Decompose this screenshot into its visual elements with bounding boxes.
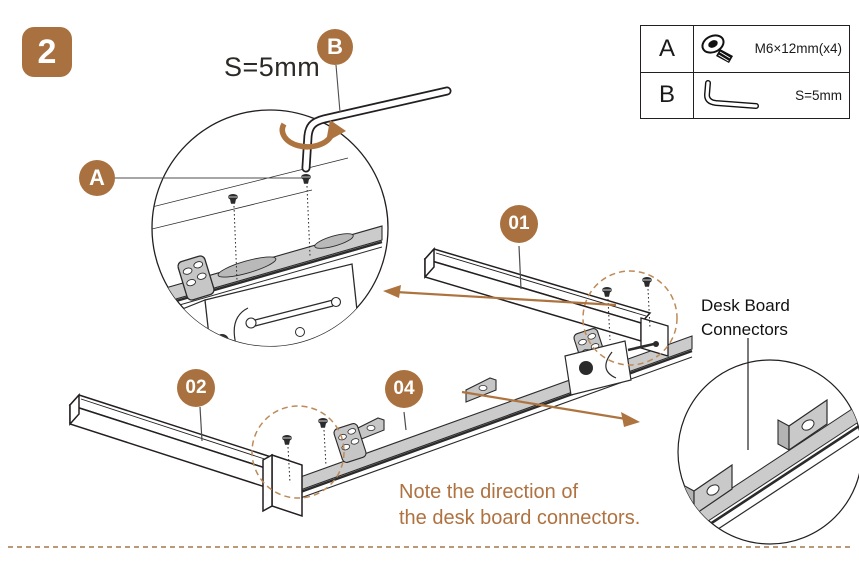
screw-icon <box>700 32 738 66</box>
callout-a-badge: A <box>79 160 115 196</box>
highlight-circle-right <box>582 270 678 366</box>
direction-note-line2: the desk board connectors. <box>399 507 641 529</box>
connector-callout-line1: Desk Board <box>701 296 790 315</box>
direction-note-line1: Note the direction of <box>399 481 578 503</box>
label-01-leader <box>518 245 522 290</box>
part-label-04: 04 <box>385 370 423 408</box>
allen-key-icon <box>700 79 762 111</box>
screw-a <box>281 434 293 446</box>
label-02-leader <box>199 406 203 442</box>
direction-note: Note the direction of the desk board con… <box>399 479 640 531</box>
callout-b-leader <box>335 64 341 113</box>
allen-key-size-label: S=5mm <box>224 52 321 82</box>
rotation-arrow-icon <box>279 120 346 150</box>
step-number-badge: 2 <box>22 27 72 77</box>
allen-key <box>301 86 452 173</box>
callout-b-badge: B <box>317 29 353 65</box>
desk-board-connector <box>777 398 828 452</box>
hardware-row-a: A M6×12mm(x4) <box>641 26 849 72</box>
connector-callout-line2: Connectors <box>701 320 788 339</box>
beam-02-drawing <box>68 393 303 518</box>
part-label-01: 01 <box>500 205 538 243</box>
desk-board-connector <box>465 377 497 403</box>
zoom-arrow-to-screw-detail <box>383 285 617 307</box>
hardware-spec-b: S=5mm <box>795 87 842 103</box>
hardware-spec-a: M6×12mm(x4) <box>754 41 842 57</box>
hardware-id-b: B <box>641 72 694 118</box>
part-label-02: 02 <box>177 369 215 407</box>
screw-detail-circle <box>115 64 452 347</box>
zoom-arrow-to-connector-detail <box>461 390 640 427</box>
label-04-leader <box>403 411 407 431</box>
junction-right <box>564 276 669 396</box>
hardware-legend-table: A M6×12mm(x4) B <box>640 25 850 119</box>
connector-callout-label: Desk Board Connectors <box>701 294 790 342</box>
hardware-row-b: B S=5mm <box>641 71 849 118</box>
hardware-id-a: A <box>641 26 694 72</box>
screw-a <box>641 276 653 288</box>
screw-a <box>601 286 613 298</box>
highlight-circle-left <box>251 405 345 499</box>
screw-a <box>317 417 329 429</box>
connector-detail-circle <box>677 338 859 545</box>
